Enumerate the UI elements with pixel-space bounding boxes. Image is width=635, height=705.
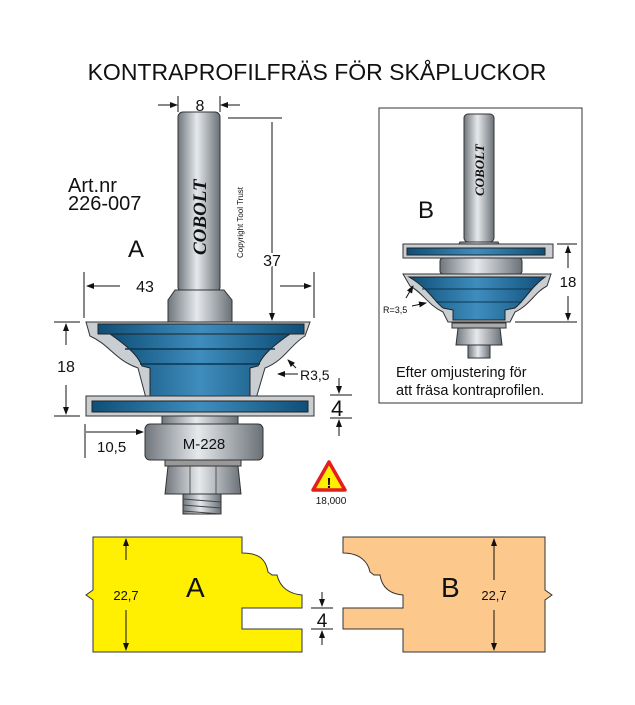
profile-b-label: B — [441, 572, 460, 603]
svg-text:!: ! — [327, 475, 332, 492]
dim-length: 37 — [263, 253, 281, 270]
cutter-a-copyright: Copyright Tool Trust — [236, 186, 245, 258]
dim-diameter: 43 — [136, 279, 154, 296]
cutter-b: COBOLT — [402, 113, 554, 359]
cutter-b-dim-height: 18 — [560, 274, 577, 291]
nut — [164, 465, 242, 495]
brand-logo-b: COBOLT — [472, 143, 487, 196]
cutter-a-label: A — [128, 236, 144, 263]
warning-rpm: 18,000 — [316, 496, 347, 507]
profile-b — [342, 536, 553, 653]
thread — [182, 493, 222, 515]
bearing-label: M-228 — [183, 436, 226, 453]
profile-a — [85, 536, 303, 653]
dim-height: 18 — [57, 359, 75, 376]
brand-logo: COBOLT — [190, 178, 211, 255]
cutter-b-caption-line1: Efter omjustering för — [396, 365, 527, 381]
dim-groove: 4 — [331, 396, 343, 421]
warning-triangle-icon: ! — [311, 460, 347, 492]
dim-offset: 10,5 — [97, 439, 126, 456]
cutter-b-label: B — [418, 197, 434, 224]
collar — [167, 289, 233, 323]
article-number: 226-007 — [68, 193, 141, 215]
article-label: Art.nr — [68, 175, 117, 197]
dim-radius: R3,5 — [300, 367, 330, 383]
cutter-b-dim-radius: R=3,5 — [383, 305, 407, 315]
cutter-b-caption-line2: att fräsa kontraprofilen. — [396, 383, 544, 399]
dim-shank: 8 — [196, 98, 205, 115]
profile-gap: 4 — [317, 611, 328, 632]
cutter-a: COBOLT M-228 — [85, 111, 315, 515]
profile-a-label: A — [186, 572, 205, 603]
page-title: KONTRAPROFILFRÄS FÖR SKÅPLUCKOR — [88, 58, 547, 85]
profile-b-thickness: 22,7 — [481, 588, 506, 603]
profile-a-thickness: 22,7 — [113, 588, 138, 603]
